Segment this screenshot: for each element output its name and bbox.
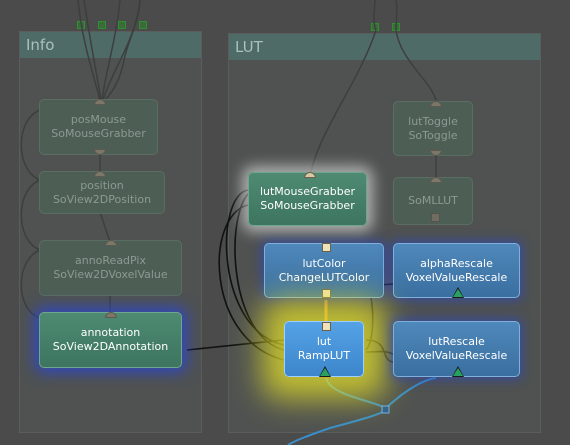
module-type: RampLUT bbox=[297, 349, 351, 362]
input-port[interactable] bbox=[94, 171, 106, 177]
output-port[interactable] bbox=[322, 289, 331, 298]
output-port[interactable] bbox=[319, 366, 331, 377]
output-port[interactable] bbox=[431, 213, 440, 222]
module-type: SoView2DPosition bbox=[52, 192, 152, 206]
module-lutToggle[interactable]: lutToggle SoToggle bbox=[393, 101, 473, 156]
module-type: VoxelValueRescale bbox=[405, 349, 508, 362]
module-type: ChangeLUTColor bbox=[278, 270, 370, 284]
output-port[interactable] bbox=[452, 287, 464, 298]
module-type: SoView2DAnnotation bbox=[52, 340, 169, 353]
network-input-port[interactable] bbox=[98, 21, 106, 29]
module-name: alphaRescale bbox=[420, 256, 493, 270]
module-name: lut bbox=[316, 335, 332, 348]
input-port[interactable] bbox=[304, 172, 316, 178]
module-name: lutRescale bbox=[428, 335, 485, 348]
input-port[interactable] bbox=[322, 243, 331, 252]
module-type: SoToggle bbox=[408, 128, 458, 142]
module-name: lutToggle bbox=[408, 114, 458, 128]
input-port[interactable] bbox=[94, 99, 106, 105]
module-type: SoMouseGrabber bbox=[51, 127, 146, 140]
module-lutMouseGrabber[interactable]: lutMouseGrabber SoMouseGrabber bbox=[248, 172, 367, 226]
input-port[interactable] bbox=[430, 177, 442, 183]
network-input-port[interactable] bbox=[118, 21, 126, 29]
module-name: annotation bbox=[80, 326, 141, 339]
module-name: lutMouseGrabber bbox=[259, 185, 356, 198]
module-name: posMouse bbox=[70, 113, 127, 126]
network-input-port[interactable] bbox=[139, 21, 147, 29]
input-port[interactable] bbox=[105, 240, 117, 246]
module-type: VoxelValueRescale bbox=[405, 270, 508, 284]
module-annoReadPix[interactable]: annoReadPix SoView2DVoxelValue bbox=[39, 240, 182, 296]
module-name: position bbox=[80, 178, 124, 192]
module-annotation[interactable]: annotation SoView2DAnnotation bbox=[39, 312, 182, 368]
module-posMouse[interactable]: posMouse SoMouseGrabber bbox=[39, 99, 158, 155]
output-port[interactable] bbox=[452, 366, 464, 377]
module-lutColor[interactable]: lutColor ChangeLUTColor bbox=[264, 243, 384, 298]
module-name: annoReadPix bbox=[74, 254, 146, 267]
input-port[interactable] bbox=[322, 322, 331, 331]
module-position[interactable]: position SoView2DPosition bbox=[39, 171, 165, 214]
input-port[interactable] bbox=[105, 312, 117, 318]
module-type: SoView2DVoxelValue bbox=[53, 268, 168, 281]
module-type: SoMouseGrabber bbox=[260, 199, 355, 212]
module-name: SoMLLUT bbox=[408, 194, 458, 207]
group-lut-title: LUT bbox=[229, 34, 540, 60]
module-name: lutColor bbox=[302, 256, 346, 270]
input-port[interactable] bbox=[430, 101, 442, 107]
